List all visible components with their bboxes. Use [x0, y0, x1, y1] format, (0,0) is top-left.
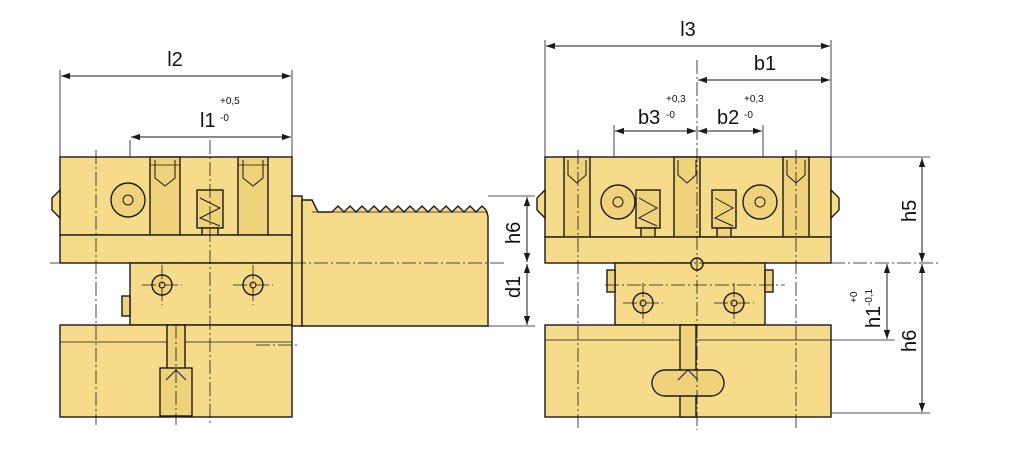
dim-left-h6-d1: h6 d1 — [488, 195, 535, 327]
dim-l3: l3 — [546, 19, 830, 50]
dim-b3-label: b3 — [638, 107, 660, 129]
dim-b1-label: b1 — [754, 53, 776, 75]
dim-b3-upper-tol: +0,3 — [666, 94, 686, 105]
dim-l2: l2 — [61, 49, 291, 80]
dim-b2: b2 +0,3 -0 — [698, 94, 764, 135]
dim-d1-label: d1 — [503, 276, 525, 298]
dim-h1-label: h1 — [863, 306, 885, 328]
right-base-slot — [651, 324, 725, 418]
dim-l2-label: l2 — [167, 49, 183, 71]
dim-l1-label: l1 — [200, 110, 216, 132]
dim-b1: b1 — [698, 53, 830, 84]
dim-b2-lower-tol: -0 — [744, 110, 753, 121]
dim-l1-lower-tol: -0 — [220, 113, 229, 124]
dim-b3: b3 +0,3 -0 — [615, 94, 696, 135]
left-view — [50, 70, 505, 425]
dim-h1: h1 +0 -0,1 — [831, 264, 895, 341]
dim-h5-label: h5 — [899, 200, 921, 222]
dim-l1: l1 +0,5 -0 — [131, 96, 291, 141]
dim-left-h6-label: h6 — [503, 222, 525, 244]
dim-l1-upper-tol: +0,5 — [220, 96, 240, 107]
left-top-screws — [149, 156, 269, 236]
dim-h1-lower-tol: -0,1 — [864, 288, 875, 306]
dim-right-h6: h6 — [831, 264, 930, 414]
right-round-bolts — [600, 184, 778, 220]
left-round-bolt — [110, 182, 146, 218]
left-nose — [51, 188, 61, 220]
left-adapter-block — [129, 262, 293, 326]
left-middle-plate — [59, 234, 293, 264]
dim-b3-lower-tol: -0 — [666, 110, 675, 121]
dim-l3-label: l3 — [680, 19, 696, 41]
right-left-nose — [536, 188, 546, 220]
right-right-nose — [830, 188, 840, 220]
right-middle-plate — [544, 236, 832, 264]
right-view — [536, 40, 940, 430]
dim-right-h6-label: h6 — [899, 330, 921, 352]
left-shank — [291, 195, 489, 327]
dim-h1-upper-tol: +0 — [849, 291, 860, 303]
dim-b2-label: b2 — [717, 107, 739, 129]
dim-h5: h5 — [831, 156, 930, 262]
dim-b2-upper-tol: +0,3 — [744, 94, 764, 105]
